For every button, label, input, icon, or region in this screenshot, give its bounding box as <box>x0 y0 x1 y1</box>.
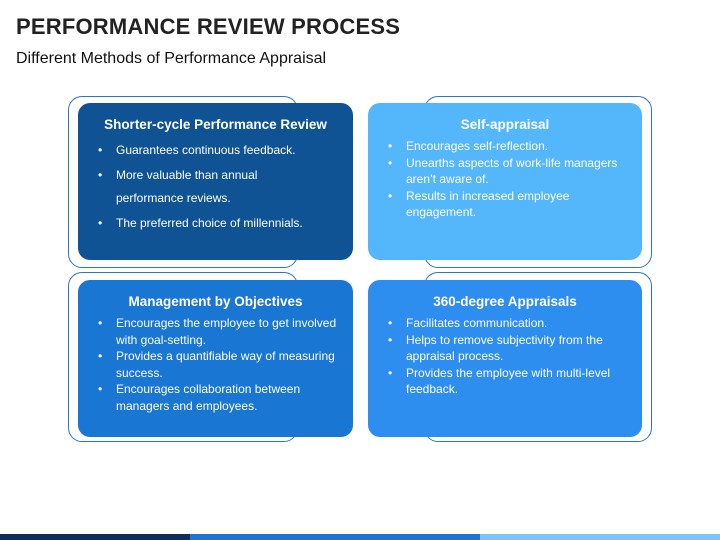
list-item: Facilitates communication. <box>382 315 628 332</box>
list-item: Unearths aspects of work-life managers a… <box>382 155 628 188</box>
list-item-continuation: performance reviews. <box>116 191 231 205</box>
list-item: Encourages collaboration between manager… <box>92 381 339 414</box>
page-title: PERFORMANCE REVIEW PROCESS <box>16 14 401 39</box>
card-heading: Management by Objectives <box>128 294 303 309</box>
list-item: Provides a quantifiable way of measuring… <box>92 348 339 381</box>
page-subtitle: Different Methods of Performance Apprais… <box>16 50 327 67</box>
footer-bar-mid <box>190 534 480 540</box>
bullet-list: Guarantees continuous feedback. More val… <box>92 138 339 236</box>
list-item: Guarantees continuous feedback. <box>92 138 339 163</box>
list-item: Provides the employee with multi-level f… <box>382 365 628 398</box>
list-item: Results in increased employee engagement… <box>382 188 628 221</box>
card-360-degree-appraisals: 360-degree Appraisals Facilitates commun… <box>368 280 642 437</box>
card-self-appraisal: Self-appraisal Encourages self-reflectio… <box>368 103 642 260</box>
bullet-list: Encourages the employee to get involved … <box>92 315 339 414</box>
footer-bar-light <box>480 534 720 540</box>
card-heading: Self-appraisal <box>460 117 550 132</box>
list-item: The preferred choice of millennials. <box>92 211 339 236</box>
footer-bar-dark <box>0 534 190 540</box>
list-item: Encourages the employee to get involved … <box>92 315 339 348</box>
list-item: Encourages self-reflection. <box>382 138 628 155</box>
card-shorter-cycle-review: Shorter-cycle Performance Review Guarant… <box>78 103 353 260</box>
card-heading: Shorter-cycle Performance Review <box>104 117 327 132</box>
bullet-list: Facilitates communication. Helps to remo… <box>382 315 628 398</box>
bullet-list: Encourages self-reflection. Unearths asp… <box>382 138 628 221</box>
card-heading: 360-degree Appraisals <box>433 294 577 309</box>
card-management-by-objectives: Management by Objectives Encourages the … <box>78 280 353 437</box>
list-item: More valuable than annual <box>92 163 339 188</box>
list-item: Helps to remove subjectivity from the ap… <box>382 332 628 365</box>
